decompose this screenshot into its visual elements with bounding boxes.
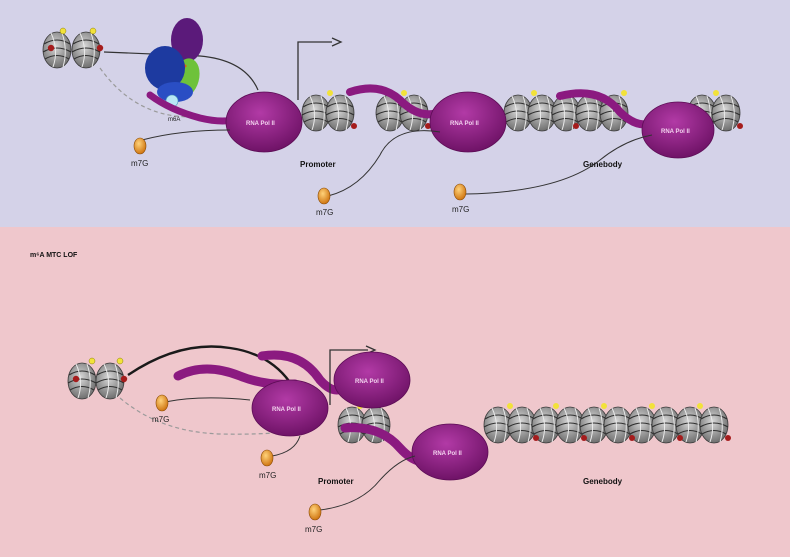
top-pol-1-label: RNA Pol II bbox=[246, 121, 275, 127]
bottom-pol-3-label: RNA Pol II bbox=[433, 451, 462, 457]
top-cap-1-label: m7G bbox=[131, 159, 148, 168]
top-cap-1-icon bbox=[133, 137, 147, 155]
bottom-pol-3: RNA Pol II bbox=[411, 423, 489, 481]
top-dna-loop bbox=[103, 51, 259, 91]
bottom-pol-1-label: RNA Pol II bbox=[272, 407, 301, 413]
bottom-dna-dashed-loop bbox=[119, 397, 301, 435]
bottom-cap-3-icon bbox=[308, 503, 322, 521]
top-pol-3-label: RNA Pol II bbox=[661, 129, 690, 135]
top-rna-tail-2 bbox=[327, 130, 441, 197]
top-pol-2-label: RNA Pol II bbox=[450, 121, 479, 127]
top-cap-3-label: m7G bbox=[452, 205, 469, 214]
bottom-rna-tail-1 bbox=[164, 397, 251, 403]
bottom-panel: m⁶A MTC LOF bbox=[30, 252, 731, 534]
bottom-panel-title: m⁶A MTC LOF bbox=[30, 252, 78, 259]
top-pol-2: RNA Pol II bbox=[429, 91, 507, 153]
bottom-promoter-label: Promoter bbox=[318, 477, 354, 486]
complex-label: m6A bbox=[168, 117, 180, 123]
bottom-rna-tail-2 bbox=[271, 435, 301, 457]
bottom-cap-3: m7G bbox=[305, 503, 322, 534]
bottom-cap-1: m7G bbox=[152, 394, 169, 424]
top-rna-strand-2 bbox=[346, 84, 444, 119]
top-cap-2: m7G bbox=[316, 187, 333, 217]
bottom-pol-1: RNA Pol II bbox=[251, 379, 329, 437]
bottom-genebody-label: Genebody bbox=[583, 477, 623, 486]
m6a-writer-complex: m6A bbox=[145, 18, 203, 123]
top-rna-tail-3 bbox=[465, 134, 653, 195]
top-pol-3: RNA Pol II bbox=[641, 101, 715, 159]
top-tss-arrow bbox=[297, 41, 332, 100]
bottom-distal-nucleosomes bbox=[67, 357, 128, 400]
bottom-tss-arrow bbox=[329, 349, 368, 405]
bottom-rna-tail-3 bbox=[319, 455, 416, 511]
top-cap-3: m7G bbox=[452, 183, 469, 214]
top-promoter-label: Promoter bbox=[300, 160, 336, 169]
bottom-cap-2-icon bbox=[260, 449, 274, 467]
bottom-cap-1-label: m7G bbox=[152, 415, 169, 424]
top-cap-2-label: m7G bbox=[316, 208, 333, 217]
top-cap-1: m7G bbox=[131, 137, 148, 168]
bottom-cap-2-label: m7G bbox=[259, 471, 276, 480]
bottom-pol-2-label: RNA Pol II bbox=[355, 379, 384, 385]
top-genebody-label: Genebody bbox=[583, 160, 623, 169]
bottom-cap-3-label: m7G bbox=[305, 525, 322, 534]
bottom-dna-loop bbox=[127, 345, 302, 401]
bottom-pol-2: RNA Pol II bbox=[333, 351, 411, 409]
top-panel: m6A bbox=[42, 18, 743, 217]
top-dna-dashed-loop bbox=[99, 67, 246, 120]
top-cap-3-icon bbox=[453, 183, 467, 201]
top-distal-nucleosomes bbox=[42, 27, 104, 69]
top-pol-1: RNA Pol II bbox=[225, 91, 303, 153]
bottom-cap-1-icon bbox=[155, 394, 169, 412]
top-rna-tail-1 bbox=[141, 129, 231, 141]
top-cap-2-icon bbox=[317, 187, 331, 205]
bottom-cap-2: m7G bbox=[259, 449, 276, 480]
